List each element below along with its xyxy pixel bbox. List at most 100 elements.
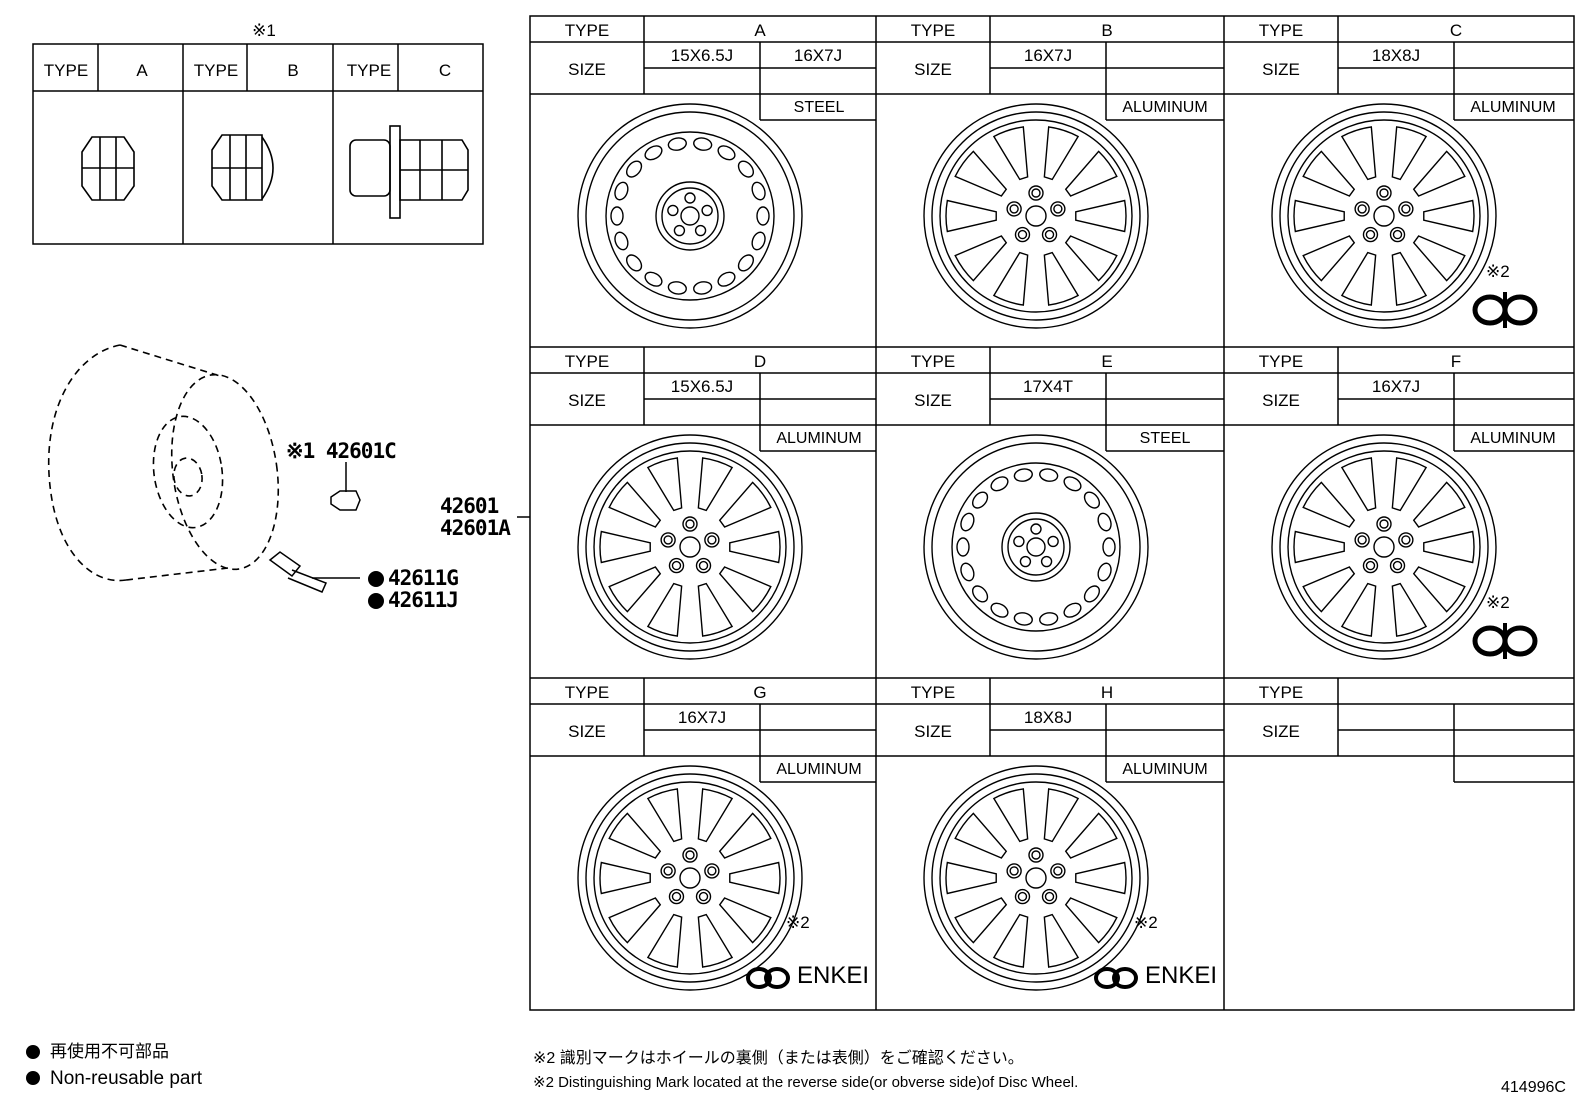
wheel-material: STEEL: [793, 99, 845, 116]
spoke-window: [1423, 530, 1475, 564]
lug-hole: [682, 516, 698, 532]
vent-hole: [1063, 602, 1082, 618]
distinguishing-mark-icon: [1472, 292, 1538, 328]
wheel-material: ALUMINUM: [1122, 761, 1208, 778]
wheel-g-icon: [577, 765, 803, 991]
spoke-window: [1412, 566, 1466, 613]
wheel-b-icon: [923, 103, 1149, 329]
lug-hole: [668, 557, 685, 574]
rim-inner: [585, 773, 795, 983]
hub: [1001, 512, 1071, 582]
callout-wheel-2: 42601A: [440, 516, 511, 540]
wheel-size-label: SIZE: [1262, 60, 1300, 79]
spoke-window: [992, 913, 1029, 968]
spoke-window: [1302, 481, 1356, 528]
vent-hole: [1013, 468, 1033, 482]
nut-c-icon: [349, 125, 469, 219]
wheel-note2-mark: ※2: [1134, 913, 1158, 932]
vent-hole: [1013, 612, 1033, 626]
nut-b-icon: [211, 134, 274, 201]
wheel-type-label: TYPE: [564, 21, 610, 40]
lug-hole: [694, 224, 707, 237]
wheel-note2-mark: ※2: [1486, 262, 1510, 281]
spoke-window: [1412, 150, 1466, 197]
vent-hole: [1102, 537, 1116, 557]
wheel-type-label: TYPE: [564, 352, 610, 371]
spoke-window: [1064, 235, 1118, 282]
spoke-window: [954, 235, 1008, 282]
spoke-window: [1302, 566, 1356, 613]
footnote-en: ※2 Distinguishing Mark located at the re…: [533, 1074, 1079, 1091]
footnote-jp: ※2 識別マークはホイールの裏側（または表側）をご確認ください。: [533, 1050, 1024, 1067]
lug-hole-inner: [1044, 891, 1055, 902]
center-bore: [679, 867, 701, 889]
wheel-size-1: 15X6.5J: [670, 377, 734, 396]
wheel-c-icon: [1271, 103, 1497, 329]
rim-lip: [939, 781, 1133, 975]
wheel-type-label: TYPE: [1258, 21, 1304, 40]
wheel-a-icon: [577, 103, 803, 329]
spoke-window: [1423, 199, 1475, 233]
nut-type-b: B: [287, 61, 299, 80]
spoke-window: [1391, 126, 1428, 181]
wheel-size-label: SIZE: [914, 722, 952, 741]
vent-hole: [1039, 468, 1059, 482]
spoke-window: [1043, 126, 1080, 181]
rim-outer: [577, 765, 803, 991]
lug-hole: [667, 204, 679, 217]
center-bore: [680, 206, 700, 226]
spoke-window: [1340, 457, 1377, 512]
wheel-type-label: TYPE: [910, 352, 956, 371]
enkei-ring-1: [746, 967, 772, 989]
lug-hole-inner: [1031, 188, 1041, 198]
wheel-type-label: TYPE: [910, 683, 956, 702]
lug-hole: [695, 888, 712, 905]
rim-inner: [931, 773, 1141, 983]
wheel-type-value: E: [1101, 352, 1113, 371]
callout-valve-1: 42611G: [388, 566, 459, 590]
vent-hole: [644, 271, 663, 287]
enkei-ring-1: [1094, 967, 1120, 989]
vent-hole: [737, 254, 755, 272]
enkei-logo-icon: [746, 967, 790, 989]
rim-outer: [577, 434, 803, 660]
enkei-ring-2: [1112, 967, 1138, 989]
hub-inner: [1007, 518, 1065, 576]
lug-hole-inner: [671, 560, 682, 571]
spoke-window: [1075, 199, 1127, 233]
lug-hole-inner: [1017, 229, 1028, 240]
spoke-window: [1302, 150, 1356, 197]
vent-hole: [717, 145, 736, 161]
spoke-window: [646, 457, 683, 512]
lug-hole: [1050, 201, 1066, 217]
wheel-material: ALUMINUM: [1470, 430, 1556, 447]
vent-hole: [960, 562, 975, 582]
enkei-ring-2: [764, 967, 790, 989]
spoke-window: [945, 199, 997, 233]
lug-hole: [1362, 226, 1379, 243]
lug-hole: [1006, 863, 1022, 879]
lug-hole: [660, 532, 676, 548]
hub: [655, 181, 725, 251]
wheel-material: STEEL: [1139, 430, 1191, 447]
wheel-size-1: 16X7J: [677, 708, 727, 727]
lug-hole: [1050, 863, 1066, 879]
lug-hole: [668, 888, 685, 905]
lug-hole-inner: [1031, 850, 1041, 860]
vent-hole: [1097, 562, 1112, 582]
rim-outer: [577, 103, 803, 329]
wheel-h-icon: [923, 765, 1149, 991]
wheel-material: ALUMINUM: [776, 761, 862, 778]
spoke-window: [646, 913, 683, 968]
hub-inner: [661, 187, 719, 245]
vent-hole: [667, 281, 687, 295]
nonreusable-dot-2: [368, 593, 384, 609]
rim-inner: [1279, 442, 1489, 652]
spoke-window: [1412, 235, 1466, 282]
wheel-size-1: 18X8J: [1023, 708, 1073, 727]
wheel-note2-mark: ※2: [1486, 593, 1510, 612]
spoke-window: [1043, 788, 1080, 843]
vent-hole: [960, 512, 975, 532]
legend-bullet-2: [26, 1071, 40, 1085]
spoke-window: [1340, 582, 1377, 637]
